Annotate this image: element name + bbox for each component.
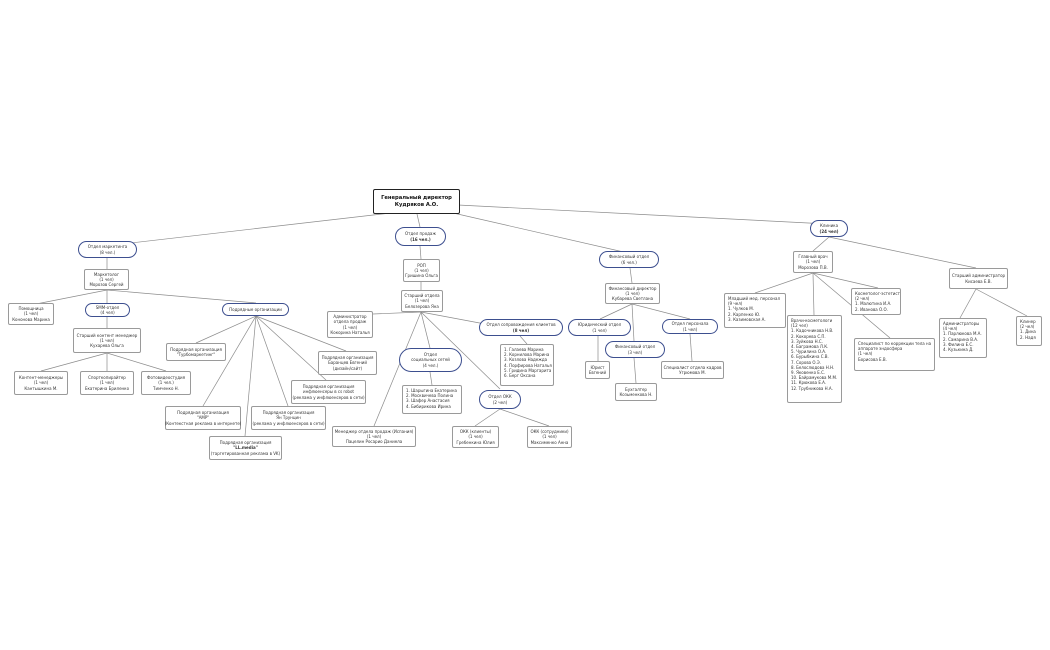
finance-director-node: Финансовый директор (1 чел) Кубарева Све… xyxy=(605,283,660,304)
sales-department: Отдел продаж (16 чел.) xyxy=(395,227,446,246)
rop-node: РОП (1 чел) Гришина Ольга xyxy=(403,259,440,282)
content-managers-node: Контент-менеджеры (1 чел) Кантышкина М. xyxy=(14,371,68,395)
ceo-name: Кудряков А.О. xyxy=(394,201,439,208)
sales-manager-spain-node: Менеджер отдела продаж (Испания) (1 чел)… xyxy=(332,426,416,447)
sales-admin-node: Администратор отдела продаж (1 чел) Коко… xyxy=(327,311,373,338)
administrators-node: Администраторы (4 чел) 1. Парлюкова М.А.… xyxy=(939,318,987,358)
client-support-department: Отдел сопровождения клиентов (8 чел) xyxy=(479,319,563,336)
cosmetologists-node: Врачи-косметологи (12 чел) 1. Кадочников… xyxy=(787,315,842,403)
senior-content-manager-node: Старший контент менеджер (1 чел) Кухарев… xyxy=(73,328,141,353)
okk-department: Отдел ОКК (2 чел) xyxy=(479,390,521,409)
hr-specialist-node: Специалист отдела кадров Угрюмова М. xyxy=(661,361,724,379)
lawyer-node: Юрист Евгений xyxy=(585,361,610,379)
cleaners-node: Клинер (2 чел) 1. Дина 2. Надя xyxy=(1016,316,1042,346)
contractor-amp: Подрядная организация "AMP" (Контекстная… xyxy=(165,406,241,430)
ceo-node: Генеральный директор Кудряков А.О. xyxy=(373,189,460,214)
marketer-node: Маркетолог (1 чел) Морозов Сергей xyxy=(84,269,129,290)
senior-sales-node: Старший отдела (1 чел) Белозерова Яна xyxy=(401,290,443,312)
social-media-department: Отдел социальных сетей (4 чел.) xyxy=(399,348,462,372)
marketing-department: Отдел маркетинга (8 чел.) xyxy=(78,241,137,258)
photo-video-node: Фотовидеостудия (1 чел.) Тимченко Н. xyxy=(141,371,191,395)
contractors-node: Подрядные организации xyxy=(222,303,289,316)
social-media-list: 1. Шарыгина Екатерина 2. Москвичева Поли… xyxy=(402,385,462,414)
junior-medical-staff-node: Младший мед. персонал (9 чел) 1. Чулков … xyxy=(724,293,786,328)
chief-doctor-node: Главный врач (1 чел) Морозова П.В. xyxy=(793,251,833,273)
body-correction-specialist-node: Специалист по коррекции тела на аппарате… xyxy=(854,338,935,371)
accountant-node: Бухгалтер Козьменкова Н. xyxy=(615,383,657,401)
okk-clients-node: ОКК (клиенты) (1 чел) Гребенкина Юлия xyxy=(452,426,499,448)
assistant-node: Помощница (1 чел) Кононова Марина xyxy=(8,303,54,325)
contractor-baranov: Подрядная организация Баранцев Евгений (… xyxy=(318,351,377,375)
ceo-title: Генеральный директор xyxy=(381,195,452,202)
contractor-influencers: Подрядная организация инфлюенсеры в сs r… xyxy=(291,380,366,404)
finance-department: Финансовый отдел (6 чел.) xyxy=(599,251,659,268)
finance-subdepartment: Финансовый отдел (3 чел) xyxy=(605,341,665,358)
senior-admin-node: Старший администратор Кисаева Е.В. xyxy=(949,268,1008,289)
client-support-list: 1. Галаева Марина 2. Корнилова Марина 3.… xyxy=(500,344,554,386)
clinic-department: Клиника (24 чел) xyxy=(810,220,848,237)
smm-department: SMM-отдел (4 чел) xyxy=(85,303,130,317)
copywriter-node: Спорткопирайтер (1 чел) Екатерина Брилен… xyxy=(80,371,134,395)
contractor-llmedia: Подрядная организация "LL.media" (таргет… xyxy=(209,436,282,460)
contractor-truntsin: Подрядная организация Ян Трунцин (реклам… xyxy=(251,406,326,430)
contractor-turbo: Подрядная организация "Турбомаркетинг" xyxy=(166,343,226,361)
hr-department: Отдел персонала (1 чел) xyxy=(662,319,718,334)
aesthetician-node: Косметолог-эстетист (2 чел) 1. Малютина … xyxy=(851,288,901,315)
okk-staff-node: ОКК (сотрудники) (1 чел) Максименко Анна xyxy=(527,426,572,448)
legal-department: Юридический отдел (1 чел) xyxy=(568,319,631,336)
